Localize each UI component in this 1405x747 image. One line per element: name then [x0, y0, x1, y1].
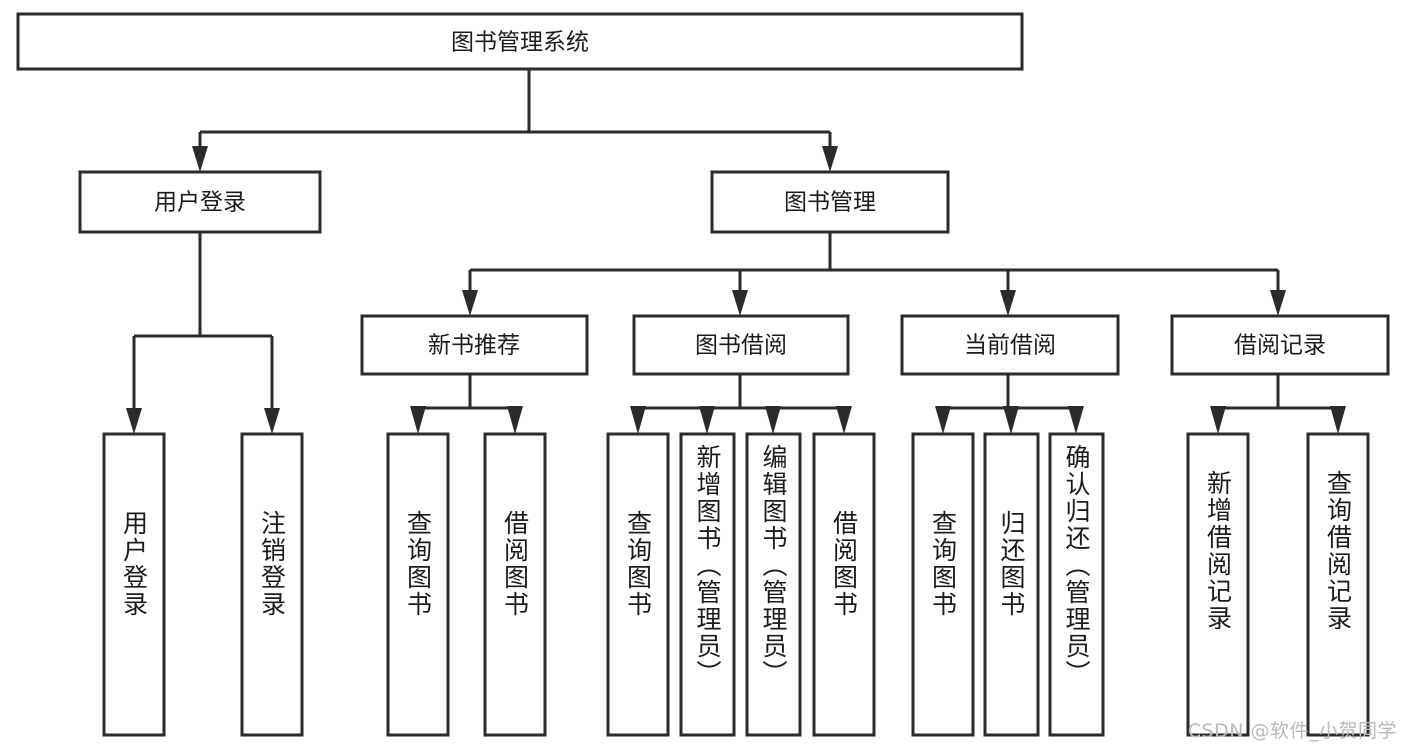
csdn-watermark: CSDN @软件_小贺同学	[1187, 720, 1397, 742]
arrowhead-current-borrow	[1000, 290, 1016, 316]
arrowhead-leaf-user-login	[126, 408, 142, 434]
node-new-book-recommend[interactable]: 新书推荐	[360, 314, 589, 376]
node-borrow-record-label: 借阅记录	[1234, 333, 1326, 359]
connector-group-book-manage	[462, 232, 1286, 316]
node-user-login[interactable]: 用户登录	[78, 170, 322, 234]
leaf-box-cb-confirm-return[interactable]	[1048, 432, 1105, 737]
node-new-book-recommend-box[interactable]	[360, 314, 589, 376]
arrowhead-bb-borrow-book	[836, 406, 852, 434]
arrowhead-nbr-borrow-book	[507, 406, 523, 434]
leaf-box-cb-return-book[interactable]	[983, 432, 1040, 737]
arrowhead-bb-add-book	[699, 406, 715, 434]
arrowhead-book-borrow	[732, 290, 748, 316]
leaf-box-nbr-query-book[interactable]	[386, 432, 450, 737]
arrowhead-cb-query-book	[935, 406, 951, 434]
node-root-box[interactable]	[16, 12, 1024, 71]
node-current-borrow-label: 当前借阅	[964, 333, 1056, 359]
arrowhead-bb-edit-book	[765, 406, 781, 434]
leaf-box-bb-query-book[interactable]	[606, 432, 670, 737]
node-book-borrow-label: 图书借阅	[695, 333, 787, 359]
node-root[interactable]: 图书管理系统	[16, 12, 1024, 71]
node-user-login-label: 用户登录	[154, 190, 246, 216]
node-new-book-recommend-label: 新书推荐	[428, 333, 520, 359]
arrowhead-cb-confirm-return	[1068, 406, 1084, 434]
node-current-borrow[interactable]: 当前借阅	[900, 314, 1120, 376]
node-current-borrow-box[interactable]	[900, 314, 1120, 376]
arrowhead-bb-query-book	[630, 406, 646, 434]
leaf-box-logout[interactable]	[240, 432, 304, 737]
node-book-manage-label: 图书管理	[784, 190, 876, 216]
arrowhead-br-query-record	[1330, 406, 1346, 434]
connector-group-book-borrow	[630, 374, 852, 434]
leaf-box-bb-edit-book[interactable]	[745, 432, 802, 737]
leaf-box-bb-add-book[interactable]	[679, 432, 736, 737]
node-book-borrow[interactable]: 图书借阅	[632, 314, 850, 376]
node-book-manage-box[interactable]	[710, 170, 950, 234]
leaf-box-nbr-borrow-book[interactable]	[483, 432, 547, 737]
node-borrow-record[interactable]: 借阅记录	[1170, 314, 1390, 376]
arrowhead-cb-return-book	[1003, 406, 1019, 434]
connector-group-new-book-rec	[410, 374, 523, 434]
node-borrow-record-box[interactable]	[1170, 314, 1390, 376]
arrowhead-nbr-query-book	[410, 406, 426, 434]
arrowhead-book-manage	[822, 146, 838, 172]
connector-group-root	[192, 69, 838, 172]
connector-group-borrow-record	[1210, 374, 1346, 434]
arrowhead-user-login	[192, 146, 208, 172]
arrowhead-borrow-record	[1270, 290, 1286, 316]
connector-group-user-login	[126, 232, 280, 434]
leaf-box-br-add-record[interactable]	[1186, 432, 1250, 737]
node-book-manage[interactable]: 图书管理	[710, 170, 950, 234]
node-root-label: 图书管理系统	[451, 30, 589, 56]
connector-group-current-borrow	[935, 374, 1084, 434]
arrowhead-leaf-logout	[264, 408, 280, 434]
leaf-box-user-login[interactable]	[102, 432, 166, 737]
leaf-box-cb-query-book[interactable]	[911, 432, 975, 737]
arrowhead-new-book-rec	[462, 290, 478, 316]
arrowhead-br-add-record	[1210, 406, 1226, 434]
node-user-login-box[interactable]	[78, 170, 322, 234]
leaf-box-bb-borrow-book[interactable]	[812, 432, 876, 737]
leaf-box-br-query-record[interactable]	[1306, 432, 1370, 737]
node-book-borrow-box[interactable]	[632, 314, 850, 376]
